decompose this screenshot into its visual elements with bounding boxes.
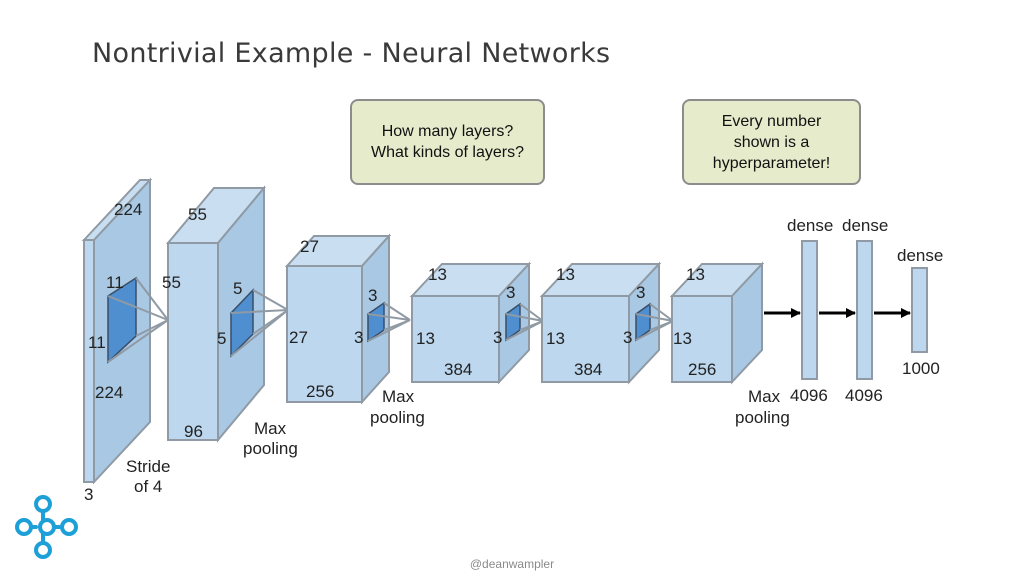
stride-label: of 4 — [134, 477, 162, 496]
input-width-label: 224 — [95, 383, 123, 402]
maxpool-label: pooling — [735, 408, 790, 427]
dense3-layer — [911, 267, 928, 353]
dense1-units-label: 4096 — [790, 386, 828, 405]
conv1-kernel — [230, 288, 289, 358]
conv1-height-label: 55 — [188, 205, 207, 224]
callout-line: shown is a — [733, 133, 810, 151]
input-volume — [81, 177, 153, 485]
stride-label: Stride — [126, 457, 170, 476]
maxpool-label: pooling — [243, 439, 298, 458]
callout-line: How many layers? — [381, 123, 514, 140]
conv3-depth-label: 384 — [444, 360, 472, 379]
conv5-depth-label: 256 — [688, 360, 716, 379]
callout-line: hyperparameter! — [712, 154, 831, 172]
callout-layers: How many layers? What kinds of layers? — [350, 99, 545, 185]
callout-hyperparameters: Every number shown is a hyperparameter! — [682, 99, 861, 185]
input-kernel-h-label: 11 — [106, 273, 124, 292]
input-kernel — [107, 276, 169, 364]
conv2-kernel-w-label: 3 — [354, 328, 363, 347]
conv3-kernel-h-label: 3 — [506, 283, 515, 302]
conv3-kernel-w-label: 3 — [493, 328, 502, 347]
conv5-volume — [669, 261, 765, 385]
conv3-width-label: 13 — [416, 329, 435, 348]
conv1-depth-label: 96 — [184, 422, 203, 441]
conv2-height-label: 27 — [300, 237, 319, 256]
conv2-depth-label: 256 — [306, 382, 334, 401]
conv4-kernel — [635, 302, 674, 342]
conv4-height-label: 13 — [556, 265, 575, 284]
dense3-units-label: 1000 — [902, 359, 940, 378]
conv4-depth-label: 384 — [574, 360, 602, 379]
input-depth-label: 3 — [84, 485, 93, 504]
conv2-width-label: 27 — [289, 328, 308, 347]
conv1-kernel-h-label: 5 — [233, 279, 242, 298]
conv1-width-label: 55 — [162, 273, 181, 292]
page-title: Nontrivial Example - Neural Networks — [92, 38, 611, 69]
conv4-volume — [539, 261, 662, 385]
conv3-height-label: 13 — [428, 265, 447, 284]
network-nodes-icon — [15, 495, 78, 559]
input-kernel-w-label: 11 — [88, 333, 106, 352]
conv4-kernel-w-label: 3 — [623, 328, 632, 347]
dense1-layer — [801, 240, 818, 380]
conv2-kernel — [367, 301, 411, 343]
conv5-width-label: 13 — [673, 329, 692, 348]
conv4-width-label: 13 — [546, 329, 565, 348]
dense1-label: dense — [787, 216, 833, 235]
conv1-volume — [165, 185, 267, 443]
dense2-label: dense — [842, 216, 888, 235]
input-height-label: 224 — [114, 200, 142, 219]
conv2-kernel-h-label: 3 — [368, 286, 377, 305]
conv1-kernel-w-label: 5 — [217, 329, 226, 348]
dense2-layer — [856, 240, 873, 380]
conv4-kernel-h-label: 3 — [636, 283, 645, 302]
callout-line: Every number — [721, 112, 822, 130]
maxpool-label: Max — [254, 419, 287, 438]
maxpool-label: pooling — [370, 408, 425, 427]
author-credit: @deanwampler — [469, 557, 555, 571]
conv3-kernel — [505, 302, 544, 342]
dense2-units-label: 4096 — [845, 386, 883, 405]
conv3-volume — [409, 261, 532, 385]
maxpool-label: Max — [382, 387, 415, 406]
dense3-label: dense — [897, 246, 943, 265]
maxpool-label: Max — [748, 387, 781, 406]
conv5-height-label: 13 — [686, 265, 705, 284]
callout-line: What kinds of layers? — [371, 144, 524, 161]
